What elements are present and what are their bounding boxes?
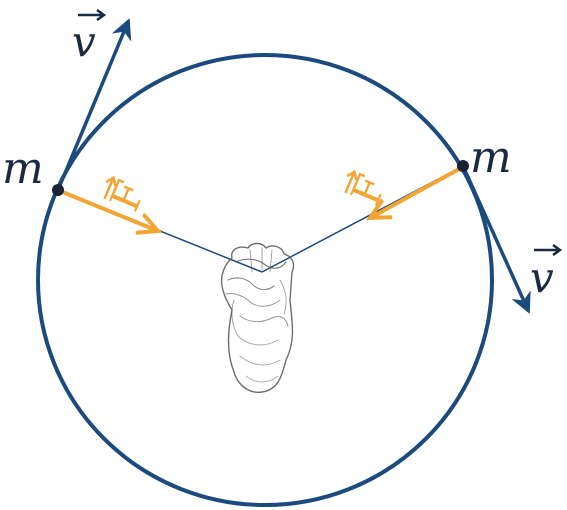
vector-arrow-icon <box>78 8 107 22</box>
mass-left-dot <box>52 184 64 196</box>
vector-arrow-icon <box>103 175 117 200</box>
mass-left-label: m <box>2 143 44 194</box>
force-arrow-right <box>370 166 462 218</box>
circular-path <box>36 53 494 507</box>
force-right-label-group: F <box>343 168 396 212</box>
hand-icon <box>220 242 295 393</box>
velocity-left-label-group: v <box>72 8 107 66</box>
vector-arrow-icon <box>344 169 358 194</box>
velocity-left-label: v <box>72 17 96 66</box>
velocity-right-label-group: v <box>530 243 563 302</box>
velocity-right-label: v <box>530 253 554 302</box>
vector-arrow-icon <box>534 243 563 257</box>
mass-right-label: m <box>470 132 512 183</box>
velocity-arrow-left <box>56 18 132 191</box>
mass-right-dot <box>457 160 469 172</box>
velocity-arrow-right <box>461 165 531 314</box>
force-arrow-left <box>59 189 158 231</box>
